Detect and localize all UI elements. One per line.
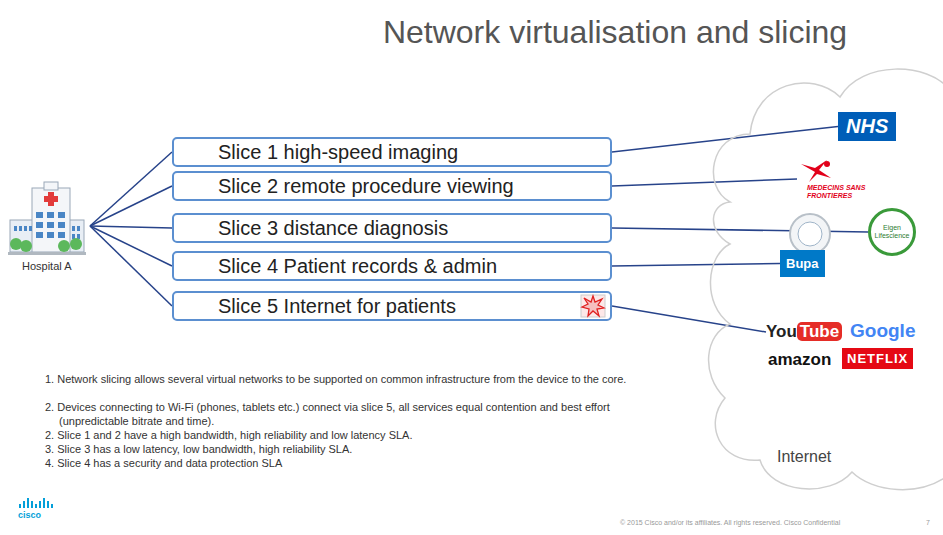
connector-line [612, 264, 780, 267]
cloud-label: Internet [777, 448, 831, 466]
device-icon [790, 214, 830, 254]
hospital-building: Hospital A [4, 180, 90, 272]
note-text: 1. Network slicing allows several virtua… [45, 372, 645, 386]
cisco-bars [19, 498, 53, 508]
youtube-logo: YouTube [766, 320, 842, 344]
note-text: 4. Slice 4 has a security and data prote… [45, 456, 645, 470]
slice-title: Slice 5 Internet for patients [218, 295, 456, 318]
nhs-logo: NHS [838, 112, 896, 141]
slice-box: Slice 5 Internet for patients [172, 291, 612, 321]
slice-title: Slice 3 distance diagnosis [218, 217, 448, 240]
slice-title: Slice 2 remote procedure viewing [218, 175, 514, 198]
connector-line [90, 186, 172, 226]
logo-text: NHS [846, 115, 888, 138]
slice-box: Slice 1 high-speed imaging [172, 137, 612, 167]
note-text: 2. Slice 1 and 2 have a high bandwidth, … [45, 428, 645, 442]
eigen-logo: Eigen Lifescience [868, 208, 916, 256]
congestion-icon [580, 294, 606, 318]
connector-line [90, 226, 172, 266]
connector-line [90, 226, 172, 306]
connector-line [612, 179, 797, 186]
slice-title: Slice 4 Patient records & admin [218, 255, 497, 278]
bupa-logo: Bupa [780, 250, 825, 277]
slice-box: Slice 3 distance diagnosis [172, 213, 612, 243]
internet-cloud: NHS MEDECINS SANS FRONTIERES Eigen Lifesci… [700, 52, 943, 492]
logo-text: You [766, 322, 797, 341]
logo-text: amazon [768, 350, 831, 370]
connector-line [90, 226, 172, 228]
connector-line [612, 127, 838, 153]
node-label: Hospital A [4, 260, 90, 272]
slice-box: Slice 2 remote procedure viewing [172, 171, 612, 201]
hospital-illustration [4, 180, 90, 260]
google-logo: Google [850, 320, 915, 342]
slice-box: Slice 4 Patient records & admin [172, 251, 612, 281]
amazon-logo: amazon [768, 350, 831, 370]
msf-logo: MEDECINS SANS FRONTIERES [797, 158, 877, 200]
note-text: 3. Slice 3 has a low latency, low bandwi… [45, 442, 645, 456]
msf-figure [797, 158, 837, 184]
cisco-wordmark: cisco [18, 510, 41, 520]
note-text: 2. Devices connecting to Wi-Fi (phones, … [45, 400, 645, 428]
logo-text: Eigen Lifescience [871, 224, 913, 240]
logo-text: Google [850, 320, 915, 342]
logo-text: NETFLIX [847, 351, 908, 366]
logo-text: MEDECINS SANS FRONTIERES [797, 184, 877, 200]
page-number: 7 [926, 519, 930, 526]
netflix-logo: NETFLIX [842, 348, 913, 369]
copyright-text: © 2015 Cisco and/or its affiliates. All … [620, 519, 840, 526]
logo-text: Bupa [786, 256, 819, 271]
slide-title: Network virtualisation and slicing [380, 14, 850, 51]
slice-title: Slice 1 high-speed imaging [218, 141, 458, 164]
connector-line [90, 152, 172, 226]
connector-line [612, 306, 766, 332]
logo-badge-text: Tube [797, 322, 842, 341]
